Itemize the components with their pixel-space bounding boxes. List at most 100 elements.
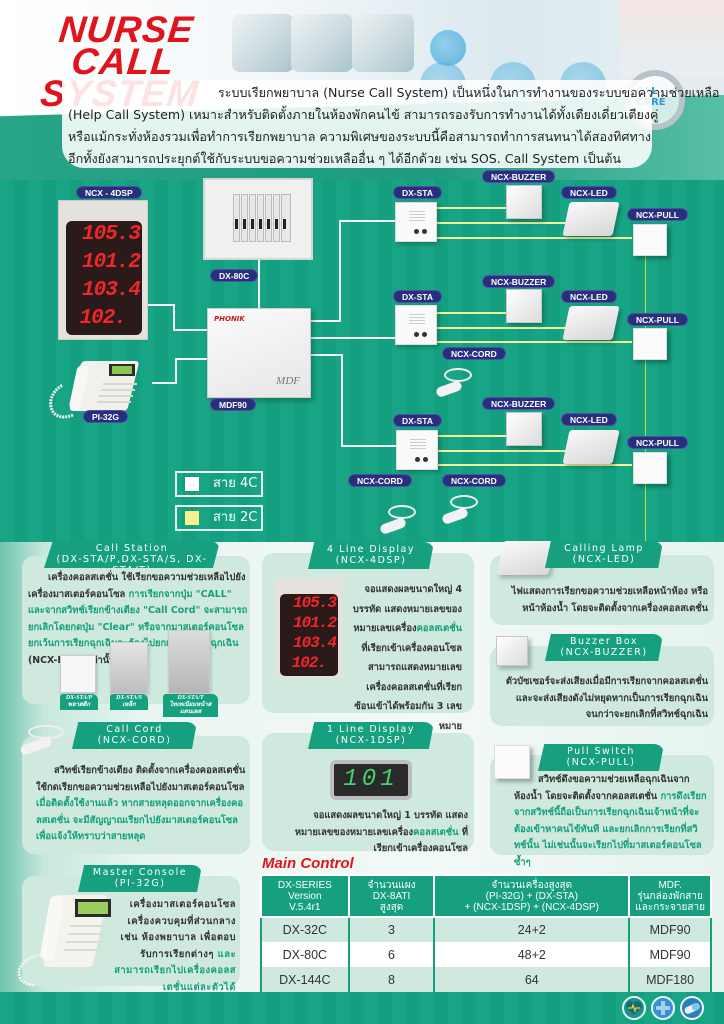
mdf90-box: PHONIK MDF — [207, 308, 311, 398]
wire-4c — [310, 337, 397, 339]
ncx-buzzer-box — [506, 185, 542, 219]
label-dx-sta: DX-STA — [393, 290, 443, 303]
mdf-logo: MDF — [276, 375, 300, 387]
wire-4c — [152, 382, 176, 384]
dx-sta-t-image — [168, 630, 210, 694]
wire-2c — [436, 312, 506, 314]
pull-switch-image — [494, 745, 530, 779]
display-row: 102. — [79, 307, 127, 330]
label-dx-sta: DX-STA — [393, 414, 443, 427]
four-line-display-text: จอแสดงผลขนาดใหญ่ 4 บรรทัด แสดงหมายเลขของ… — [352, 584, 462, 732]
dx-sta-station — [396, 430, 438, 470]
wire-4c — [339, 220, 397, 222]
label-pi-32g: PI-32G — [83, 410, 128, 423]
header-max-devices: จำนวนเครื่องสูงสุด(PI-32G) + (DX-STA)+ (… — [433, 874, 631, 918]
header-photo-3 — [352, 14, 414, 72]
label-ncx-pull: NCX-PULL — [627, 436, 688, 449]
buzzer-box-text: ตัวบัซเซอร์จะส่งเสียงเมื่อมีการเรียกจากค… — [505, 676, 708, 720]
label-ncx-pull: NCX-PULL — [627, 313, 688, 326]
legend-4c: สาย 4C — [175, 471, 263, 497]
label-ncx-cord: NCX-CORD — [442, 347, 506, 360]
wire-2c — [436, 450, 566, 452]
wire-2c — [436, 341, 632, 343]
label-ncx-cord: NCX-CORD — [442, 474, 506, 487]
ncx-cord-device — [435, 368, 476, 399]
ncx-pull-switch — [633, 224, 667, 256]
wire-2c — [436, 464, 632, 466]
label-dx-sta: DX-STA — [393, 186, 443, 199]
label-ncx-4dsp: NCX - 4DSP — [76, 186, 142, 199]
label-ncx-pull: NCX-PULL — [627, 208, 688, 221]
wire-2c — [436, 237, 632, 239]
phonik-logo: PHONIK — [214, 315, 245, 323]
medical-cross-icon — [651, 996, 675, 1020]
wire-2c — [436, 435, 506, 437]
call-cord-text: สวิทช์เรียกข้างเตียง ติดตั้งจากเครื่องคอ… — [36, 765, 246, 842]
four-line-display-image: 105.3 101.2 103.4 102. — [275, 578, 343, 678]
label-ncx-buzzer: NCX-BUZZER — [482, 397, 556, 410]
pi-32g-phone-icon — [49, 361, 139, 419]
dx-sta-station — [395, 305, 437, 345]
display-row: 103.4 — [81, 279, 141, 302]
heart-pulse-icon — [622, 996, 646, 1020]
calling-lamp-text: ไฟแสดงการเรียกขอความช่วยเหลือหน้าห้อง หร… — [511, 586, 708, 614]
main-control-title: Main Control — [262, 855, 354, 872]
wire-4c — [173, 329, 209, 331]
header-photo-1 — [232, 14, 294, 72]
one-line-display-text: จอแสดงผลขนาดใหญ่ 1 บรรทัด แสดงหมายเลขของ… — [294, 810, 468, 854]
wire-4c — [310, 354, 342, 356]
call-cord-image — [19, 725, 80, 757]
header-photo-2 — [291, 14, 353, 72]
wire-4c — [173, 304, 175, 330]
wire-4c — [148, 304, 174, 306]
master-console-text: เครื่องมาสเตอร์คอนโซล เครื่องควบคุมที่ส่… — [114, 899, 236, 993]
wire-4c — [341, 445, 399, 447]
wire-4c — [175, 358, 177, 384]
label-ncx-led: NCX-LED — [561, 413, 617, 426]
ncx-led-lamp — [562, 430, 620, 464]
display-row: 101.2 — [81, 251, 141, 274]
label-ncx-cord: NCX-CORD — [348, 474, 412, 487]
call-station-header: Call Station (DX-STA/P,DX-STA/S, DX-STA/… — [44, 541, 220, 568]
dx-sta-s-image — [110, 642, 148, 694]
wire-2c — [436, 207, 506, 209]
wire-4c — [258, 260, 260, 310]
call-cord-header: Call Cord (NCX-CORD) — [72, 722, 197, 749]
pull-switch-text: สวิทช์ดึงขอความช่วยเหลือฉุกเฉินจากห้องน้… — [514, 774, 707, 868]
master-console-header: Master Console (PI-32G) — [78, 865, 202, 892]
ncx-led-lamp — [562, 306, 620, 340]
one-line-display-header: 1 Line Display (NCX-1DSP) — [308, 722, 434, 749]
wire-4c — [341, 354, 343, 446]
legend-swatch-white — [185, 477, 199, 491]
footer-band — [0, 992, 724, 1024]
label-ncx-buzzer: NCX-BUZZER — [482, 170, 556, 183]
ncx-4dsp-display: 105.3 101.2 103.4 102. — [58, 200, 148, 340]
calling-lamp-image — [496, 541, 556, 575]
wire-4c — [175, 358, 209, 360]
label-ncx-led: NCX-LED — [561, 186, 617, 199]
dx-sta-station — [395, 202, 437, 242]
ncx-cord-device — [441, 495, 482, 526]
pull-switch-header: Pull Switch (NCX-PULL) — [538, 744, 664, 771]
legend-swatch-yellow — [185, 511, 199, 525]
calling-lamp-header: Calling Lamp (NCX-LED) — [545, 541, 663, 568]
ncx-pull-switch — [633, 452, 667, 484]
master-console-phone-icon — [17, 895, 111, 987]
label-ncx-led: NCX-LED — [561, 290, 617, 303]
ncx-led-lamp — [562, 202, 620, 236]
wire-4c — [310, 320, 340, 322]
one-line-display-image: 101 — [330, 760, 412, 800]
label-mdf90: MDF90 — [210, 398, 256, 411]
intro-text: ระบบเรียกพยาบาล (Nurse Call System) เป็น… — [62, 80, 719, 168]
four-line-display-header: 4 Line Display (NCX-4DSP) — [308, 542, 434, 569]
wire-4c — [339, 220, 341, 322]
ncx-buzzer-box — [506, 289, 542, 323]
label-dx-80c: DX-80C — [210, 269, 259, 282]
